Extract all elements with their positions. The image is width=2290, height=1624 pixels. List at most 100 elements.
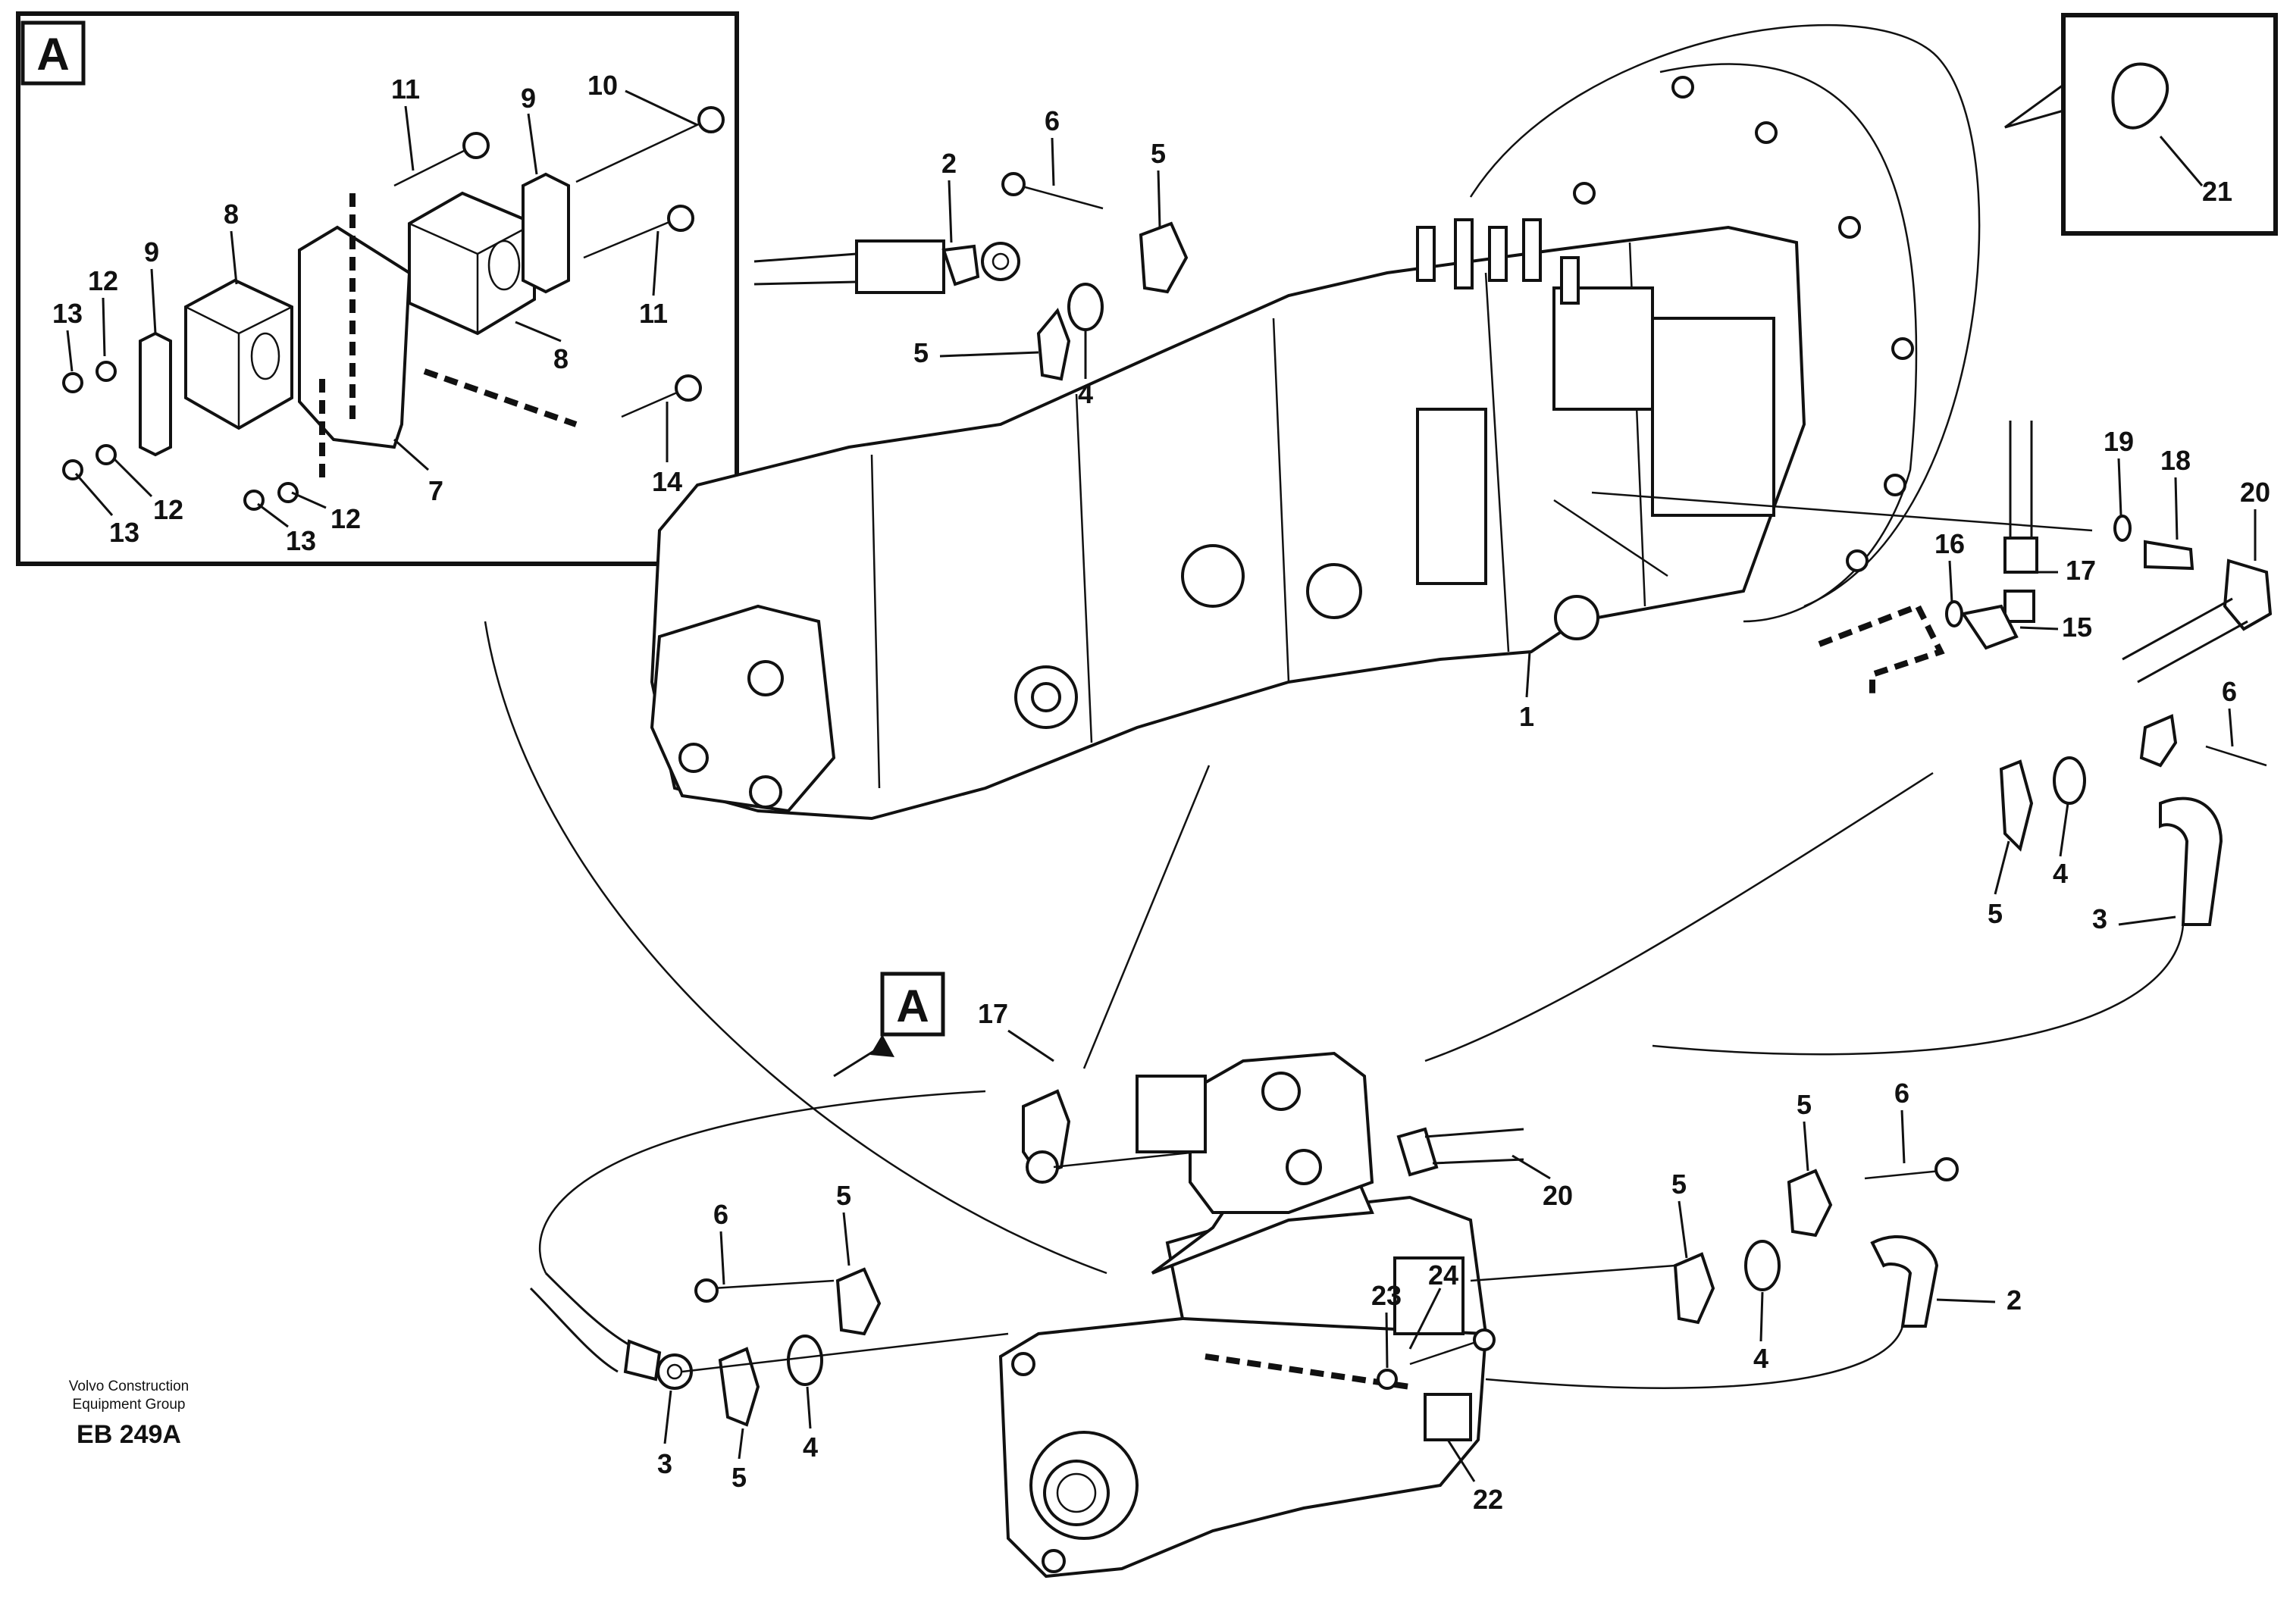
main-30-leader-0	[738, 1428, 744, 1460]
leader-17-top	[1082, 765, 1211, 1069]
main-29-leader-0	[663, 1390, 672, 1444]
main-7-callout-0: 19	[2104, 426, 2134, 457]
main-15-callout-0: 5	[1988, 898, 2003, 929]
flange-plate-9-left	[139, 331, 172, 457]
detail-a-flag: A	[833, 972, 945, 1078]
connector-arc-right	[1424, 771, 1934, 1062]
connector-arc-left	[484, 621, 1107, 1275]
inset-a-callout-2: 10	[587, 70, 618, 101]
inset-a-callout-3: 8	[224, 199, 239, 230]
main-1-leader-0	[948, 180, 953, 243]
inset-a-leader-0	[404, 105, 415, 171]
inset-a-callout-4: 12	[88, 265, 118, 296]
main-32-leader-0	[1446, 1439, 1476, 1482]
main-16-callout-0: 3	[2092, 903, 2107, 934]
main-24-leader-0	[1678, 1200, 1688, 1259]
company-name-line1: Volvo Construction	[68, 1378, 190, 1394]
main-5-callout-0: 21	[2202, 176, 2232, 207]
inset-a-callout-13: 13	[286, 525, 316, 556]
main-25-leader-0	[1408, 1288, 1442, 1350]
main-7-leader-0	[2117, 458, 2122, 516]
main-6-leader-0	[1525, 651, 1531, 698]
inset-a-callout-0: 11	[391, 74, 420, 105]
clamp-block-8-left	[184, 278, 293, 430]
main-19-leader-0	[719, 1231, 725, 1285]
main-27-callout-0: 2	[2006, 1284, 2022, 1316]
main-13-callout-0: 6	[2222, 676, 2237, 707]
clamp-half-5-top-right	[1139, 221, 1189, 294]
fittings-right	[1553, 421, 2273, 697]
main-3-leader-0	[939, 351, 1039, 358]
flange-plate-9-right	[522, 172, 570, 294]
clamp-block-8-right	[408, 191, 536, 336]
main-23-callout-0: 6	[1894, 1078, 1909, 1109]
main-0-callout-0: 6	[1045, 105, 1060, 136]
inset-a-leader-3	[230, 230, 238, 285]
o-ring-4-top	[1067, 283, 1104, 331]
inset-detail-a: A	[16, 11, 739, 566]
main-17-callout-0: 17	[978, 998, 1008, 1029]
footer-credit: Volvo Construction Equipment Group EB 24…	[38, 1378, 220, 1450]
nuts-washers-inset	[62, 361, 299, 511]
inset-a-callout-10: 13	[109, 517, 139, 548]
inset-a-leader-7	[652, 230, 659, 296]
main-10-callout-0: 17	[2066, 555, 2096, 586]
main-28-callout-0: 4	[1753, 1343, 1768, 1374]
hose-3-right	[1652, 714, 2267, 1056]
main-22-leader-0	[1803, 1121, 1809, 1172]
main-31-leader-0	[806, 1386, 812, 1429]
inset-a-leader-14	[291, 491, 327, 509]
fittings-lower-left	[529, 1090, 1009, 1427]
inset-a-leader-1	[527, 113, 538, 175]
main-12-callout-0: 15	[2062, 612, 2092, 643]
inset-a-leader-5	[150, 268, 157, 334]
main-3-callout-0: 5	[913, 337, 929, 368]
clamp-half-5-top-left	[1036, 308, 1071, 381]
main-12-leader-0	[2019, 626, 2059, 631]
main-15-leader-0	[1994, 840, 2010, 895]
detail-a-label: A	[896, 981, 929, 1031]
inset-a-label: A	[36, 29, 69, 80]
inset-a-leader-13	[257, 502, 289, 528]
main-20-leader-0	[842, 1212, 851, 1266]
main-26-leader-0	[1385, 1312, 1389, 1369]
inset-a-leader-8	[515, 321, 562, 343]
main-27-leader-0	[1936, 1298, 1996, 1303]
hose-2-top	[753, 239, 1020, 294]
main-24-callout-0: 5	[1671, 1169, 1687, 1200]
main-26-callout-0: 23	[1371, 1280, 1402, 1311]
main-21-leader-0	[1512, 1154, 1551, 1180]
main-2-leader-0	[1157, 170, 1161, 228]
inset-tie-strap	[2004, 13, 2278, 236]
main-14-leader-0	[2059, 803, 2069, 857]
inset-a-leader-4	[102, 297, 106, 357]
fittings-lower-right	[1022, 1089, 1959, 1390]
inset-a-leader-6	[66, 330, 74, 372]
main-22-callout-0: 5	[1797, 1089, 1812, 1120]
main-14-callout-0: 4	[2053, 858, 2068, 889]
main-17-leader-0	[1007, 1029, 1054, 1062]
main-29-callout-0: 3	[657, 1448, 672, 1479]
main-1-callout-0: 2	[941, 148, 957, 179]
inset-a-leader-2	[625, 89, 698, 127]
main-5-leader-0	[2159, 136, 2204, 186]
company-name-line2: Equipment Group	[72, 1397, 186, 1413]
inset-a-leader-11	[393, 438, 429, 471]
main-30-callout-0: 5	[731, 1462, 747, 1493]
inset-a-callout-12: 14	[652, 466, 682, 497]
main-28-leader-0	[1759, 1291, 1764, 1342]
bolts-inset	[393, 106, 725, 418]
main-16-leader-0	[2118, 915, 2176, 926]
cable-tie-21	[2111, 62, 2169, 130]
inset-a-leader-10	[74, 473, 114, 516]
main-31-callout-0: 4	[803, 1432, 818, 1463]
main-4-callout-0: 4	[1078, 378, 1093, 409]
main-23-leader-0	[1900, 1109, 1906, 1164]
pump-assembly-1	[650, 23, 1981, 821]
inset-a-leader-9	[112, 457, 153, 498]
inset-a-callout-5: 9	[144, 236, 159, 268]
main-13-leader-0	[2228, 708, 2234, 747]
main-8-leader-0	[2174, 477, 2179, 540]
